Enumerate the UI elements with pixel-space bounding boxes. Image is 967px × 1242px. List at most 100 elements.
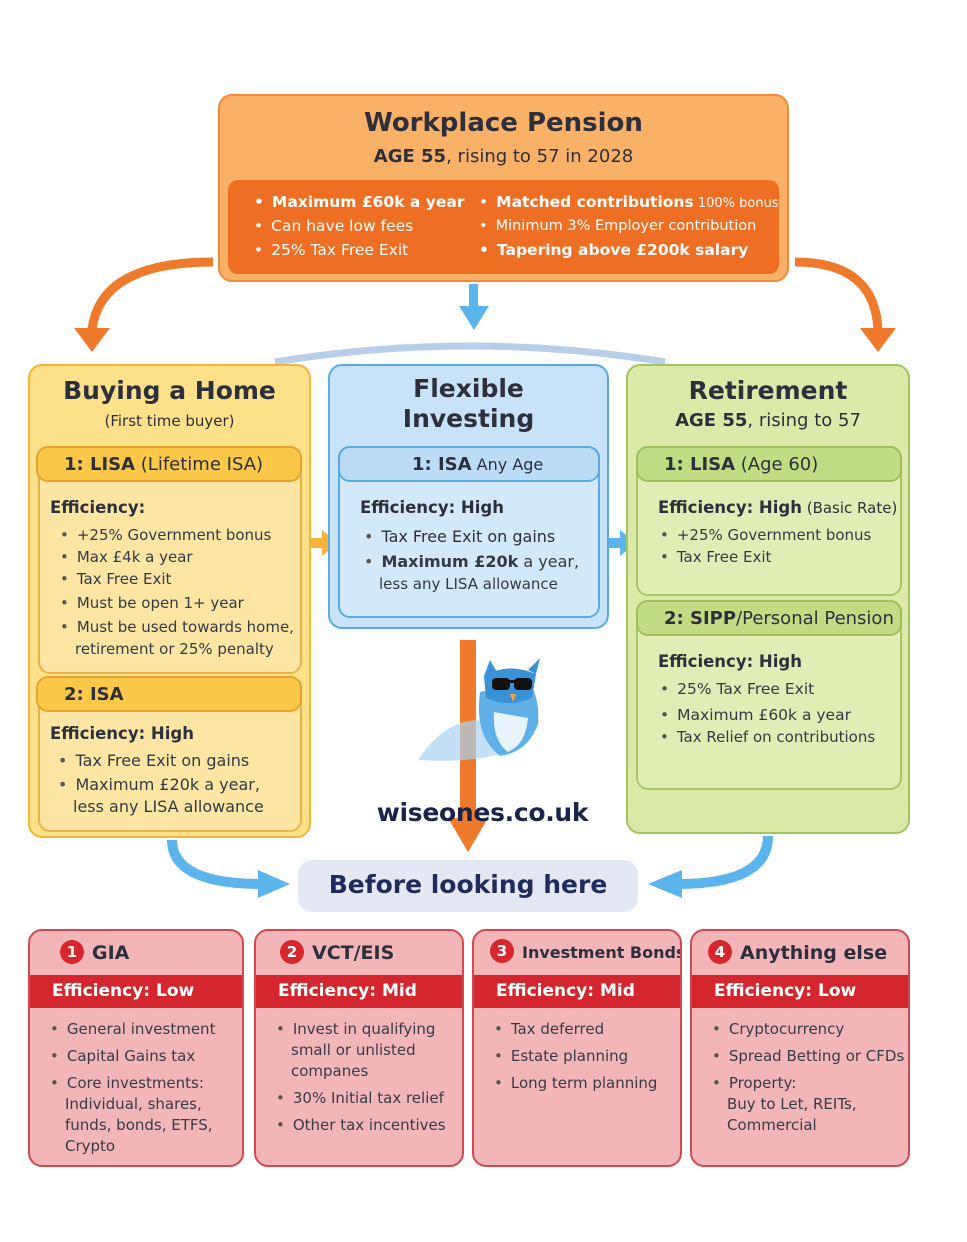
number-badge: 4 bbox=[708, 940, 732, 964]
list-item: Minimum 3% Employer contribution bbox=[479, 214, 779, 238]
list-item: Tax deferred bbox=[494, 1019, 657, 1040]
list-item: Can have low fees bbox=[254, 214, 464, 238]
bottom-card-bullets: Tax deferred Estate planning Long term p… bbox=[494, 1019, 658, 1094]
workplace-pension-title: Workplace Pension bbox=[364, 108, 643, 138]
list-item: less any LISA allowance bbox=[379, 575, 558, 593]
retirement-age: AGE 55, rising to 57 bbox=[675, 410, 861, 431]
before-looking-here-banner: Before looking here bbox=[298, 860, 638, 912]
home-isa-label: 2: ISA bbox=[36, 676, 302, 712]
list-item: Maximum £60k a year bbox=[660, 704, 875, 726]
list-item: retirement or 25% penalty bbox=[75, 640, 274, 658]
list-item: Tapering above £200k salary bbox=[479, 238, 779, 262]
workplace-pension-benefits: Maximum £60k a year Can have low fees 25… bbox=[228, 180, 779, 274]
list-item: Cryptocurrency bbox=[712, 1019, 904, 1040]
list-item: Max £4k a year bbox=[60, 546, 294, 568]
list-item: Estate planning bbox=[494, 1046, 657, 1067]
list-item: Long term planning bbox=[494, 1073, 658, 1094]
retirement-sipp-efficiency: Efficiency: High bbox=[658, 652, 802, 671]
list-item: General investment bbox=[50, 1019, 216, 1040]
retirement-sipp-bullets: 25% Tax Free Exit Maximum £60k a year Ta… bbox=[660, 678, 875, 748]
list-item: 25% Tax Free Exit bbox=[660, 678, 875, 700]
list-item: less any LISA allowance bbox=[73, 797, 264, 816]
home-isa-bullets: Tax Free Exit on gains Maximum £20k a ye… bbox=[58, 750, 264, 818]
list-item: Tax Free Exit on gains bbox=[364, 526, 579, 548]
owl-mascot-icon bbox=[418, 658, 540, 761]
bottom-card-efficiency: Efficiency: Low bbox=[692, 975, 908, 1008]
arrow-pension-to-flexible bbox=[469, 284, 478, 308]
bottom-card-bullets: Invest in qualifying small or unlisted c… bbox=[276, 1019, 446, 1136]
home-lisa-label: 1: LISA (Lifetime ISA) bbox=[36, 446, 302, 482]
retirement-lisa-bullets: +25% Government bonus Tax Free Exit bbox=[660, 524, 872, 568]
list-item: Tax Free Exit on gains bbox=[58, 750, 264, 772]
connector-arch bbox=[274, 342, 666, 366]
retirement-lisa-label: 1: LISA (Age 60) bbox=[636, 446, 902, 482]
arrow-pension-to-home bbox=[87, 257, 214, 331]
retirement-sipp-label: 2: SIPP/Personal Pension bbox=[636, 600, 902, 636]
list-item: Matched contributions 100% bonus bbox=[479, 190, 778, 214]
flexible-isa-efficiency: Efficiency: High bbox=[360, 498, 504, 517]
list-item: Core investments: bbox=[50, 1073, 215, 1094]
home-lisa-bullets: +25% Government bonus Max £4k a year Tax… bbox=[60, 524, 294, 660]
arrow-home-to-before bbox=[167, 839, 263, 889]
list-item: +25% Government bonus bbox=[60, 524, 294, 546]
list-item: Tax Relief on contributions bbox=[660, 726, 875, 748]
list-item: Maximum £60k a year bbox=[254, 190, 465, 214]
home-lisa-efficiency: Efficiency: bbox=[50, 498, 146, 517]
workplace-pension-age: AGE 55, rising to 57 in 2028 bbox=[373, 146, 634, 167]
list-item: Must be used towards home, bbox=[60, 616, 294, 638]
number-badge: 1 bbox=[60, 940, 84, 964]
home-subtitle: (First time buyer) bbox=[104, 412, 235, 430]
list-item: Property: bbox=[712, 1073, 904, 1094]
bottom-card-bullets: General investment Capital Gains tax Cor… bbox=[50, 1019, 215, 1157]
list-item: Invest in qualifying bbox=[276, 1019, 446, 1040]
retirement-lisa-efficiency: Efficiency: High (Basic Rate) bbox=[658, 498, 898, 517]
arrow-pension-to-retirement bbox=[794, 257, 883, 331]
flexible-title: Flexible Investing bbox=[402, 374, 535, 433]
list-item: Other tax incentives bbox=[276, 1115, 446, 1136]
bottom-card-efficiency: Efficiency: Mid bbox=[256, 975, 462, 1008]
list-item: Spread Betting or CFDs bbox=[712, 1046, 904, 1067]
bottom-card-bullets: Cryptocurrency Spread Betting or CFDs Pr… bbox=[712, 1019, 904, 1136]
number-badge: 3 bbox=[490, 939, 514, 963]
site-url[interactable]: wiseones.co.uk bbox=[376, 798, 589, 827]
number-badge: 2 bbox=[280, 940, 304, 964]
retirement-card: Retirement AGE 55, rising to 57 1: LISA … bbox=[626, 364, 910, 834]
list-item: 25% Tax Free Exit bbox=[254, 238, 464, 262]
home-title: Buying a Home bbox=[63, 376, 276, 405]
arrow-head-retirement bbox=[860, 328, 896, 352]
list-item: Tax Free Exit bbox=[60, 568, 294, 590]
list-item: +25% Government bonus bbox=[660, 524, 872, 546]
sunglasses-icon bbox=[492, 678, 532, 690]
list-item: Capital Gains tax bbox=[50, 1046, 215, 1067]
list-item: Maximum £20k a year, bbox=[364, 551, 579, 573]
list-item: 30% Initial tax relief bbox=[276, 1088, 446, 1109]
flexible-investing-card: Flexible Investing 1: ISA Any Age Effici… bbox=[328, 364, 609, 629]
list-item: Maximum £20k a year, bbox=[58, 774, 264, 796]
list-item: companes bbox=[291, 1062, 369, 1080]
list-item: small or unlisted bbox=[291, 1041, 416, 1059]
arrow-home-to-flexible bbox=[311, 538, 325, 548]
list-item: Tax Free Exit bbox=[660, 546, 871, 568]
home-isa-efficiency: Efficiency: High bbox=[50, 724, 194, 743]
list-item: funds, bonds, ETFS, bbox=[65, 1116, 213, 1134]
bottom-card-efficiency: Efficiency: Low bbox=[30, 975, 242, 1008]
bottom-card-efficiency: Efficiency: Mid bbox=[474, 975, 680, 1008]
retirement-title: Retirement bbox=[688, 376, 848, 405]
buying-a-home-card: Buying a Home (First time buyer) 1: LISA… bbox=[28, 364, 311, 838]
arrow-retirement-to-before bbox=[677, 835, 773, 889]
workplace-left-list: Maximum £60k a year Can have low fees 25… bbox=[254, 190, 464, 262]
list-item: Individual, shares, bbox=[65, 1095, 202, 1113]
list-item: Must be open 1+ year bbox=[60, 592, 294, 614]
workplace-right-list: Matched contributions 100% bonus Minimum… bbox=[479, 190, 779, 262]
flexible-isa-label: 1: ISA Any Age bbox=[338, 446, 600, 482]
list-item: Crypto bbox=[65, 1137, 116, 1155]
arrow-flexible-to-retirement bbox=[609, 538, 623, 548]
